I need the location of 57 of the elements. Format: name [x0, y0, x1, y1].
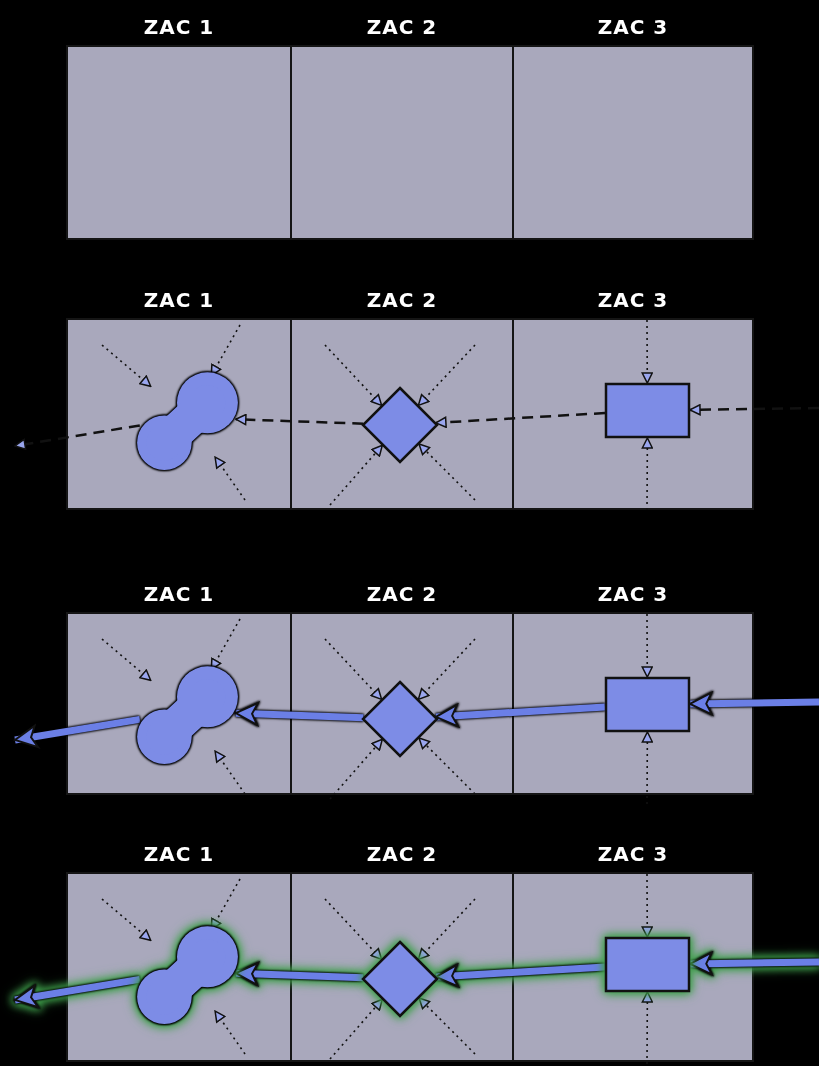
dotted-arrow	[418, 443, 476, 501]
flow-arrow	[14, 715, 141, 749]
dotted-arrow	[324, 898, 383, 961]
zone-label: ZAC 2	[365, 842, 439, 866]
dotted-arrow	[417, 898, 476, 961]
dashed-arrow	[14, 424, 140, 451]
dotted-arrow	[101, 638, 152, 682]
diamond-shape	[362, 941, 438, 1017]
dotted-arrow	[329, 998, 384, 1060]
dotted-arrow	[418, 737, 476, 795]
dotted-arrow	[210, 618, 241, 671]
zone-label: ZAC 1	[142, 15, 216, 39]
zone-label: ZAC 2	[365, 288, 439, 312]
dotted-arrow	[324, 638, 383, 701]
dotted-arrow	[641, 731, 654, 805]
zone-label: ZAC 3	[596, 582, 670, 606]
dotted-arrow	[418, 997, 476, 1055]
dotted-arrow	[329, 738, 384, 800]
diamond-shape	[362, 387, 438, 463]
zone-label: ZAC 1	[142, 842, 216, 866]
zone-label: ZAC 1	[142, 582, 216, 606]
zone-label: ZAC 1	[142, 288, 216, 312]
dotted-arrow	[641, 991, 654, 1065]
rectangle-shape	[605, 677, 690, 732]
flow-arrow	[234, 962, 364, 986]
diamond-shape	[362, 681, 438, 757]
flow-arrow	[434, 963, 606, 988]
dotted-arrow	[417, 344, 476, 407]
dotted-arrow	[214, 750, 246, 795]
dashed-arrow	[689, 404, 819, 416]
dotted-arrow	[324, 344, 383, 407]
flow-arrow	[689, 691, 819, 716]
flow-arrow	[234, 702, 364, 726]
rectangle-shape	[605, 383, 690, 438]
dotted-arrow	[641, 437, 654, 511]
dotted-arrow	[329, 444, 384, 506]
zone-label: ZAC 2	[365, 15, 439, 39]
dotted-arrow	[101, 898, 152, 942]
dashed-arrow	[235, 413, 364, 426]
dotted-arrow	[210, 324, 241, 377]
rectangle-shape	[605, 937, 690, 992]
dotted-arrow	[417, 638, 476, 701]
zone-label: ZAC 2	[365, 582, 439, 606]
flow-arrow	[434, 703, 606, 728]
flow-arrow	[689, 951, 819, 976]
dotted-arrow	[214, 1010, 246, 1055]
dotted-arrow	[641, 613, 653, 678]
dotted-arrow	[101, 344, 152, 388]
dotted-arrow	[214, 456, 246, 501]
dotted-arrow	[210, 878, 241, 931]
zone-label: ZAC 3	[596, 842, 670, 866]
zone-label: ZAC 3	[596, 15, 670, 39]
dotted-arrow	[641, 319, 653, 384]
dotted-arrow	[641, 873, 653, 938]
zone-label: ZAC 3	[596, 288, 670, 312]
flow-arrow	[14, 975, 141, 1009]
dashed-arrow	[435, 411, 606, 429]
